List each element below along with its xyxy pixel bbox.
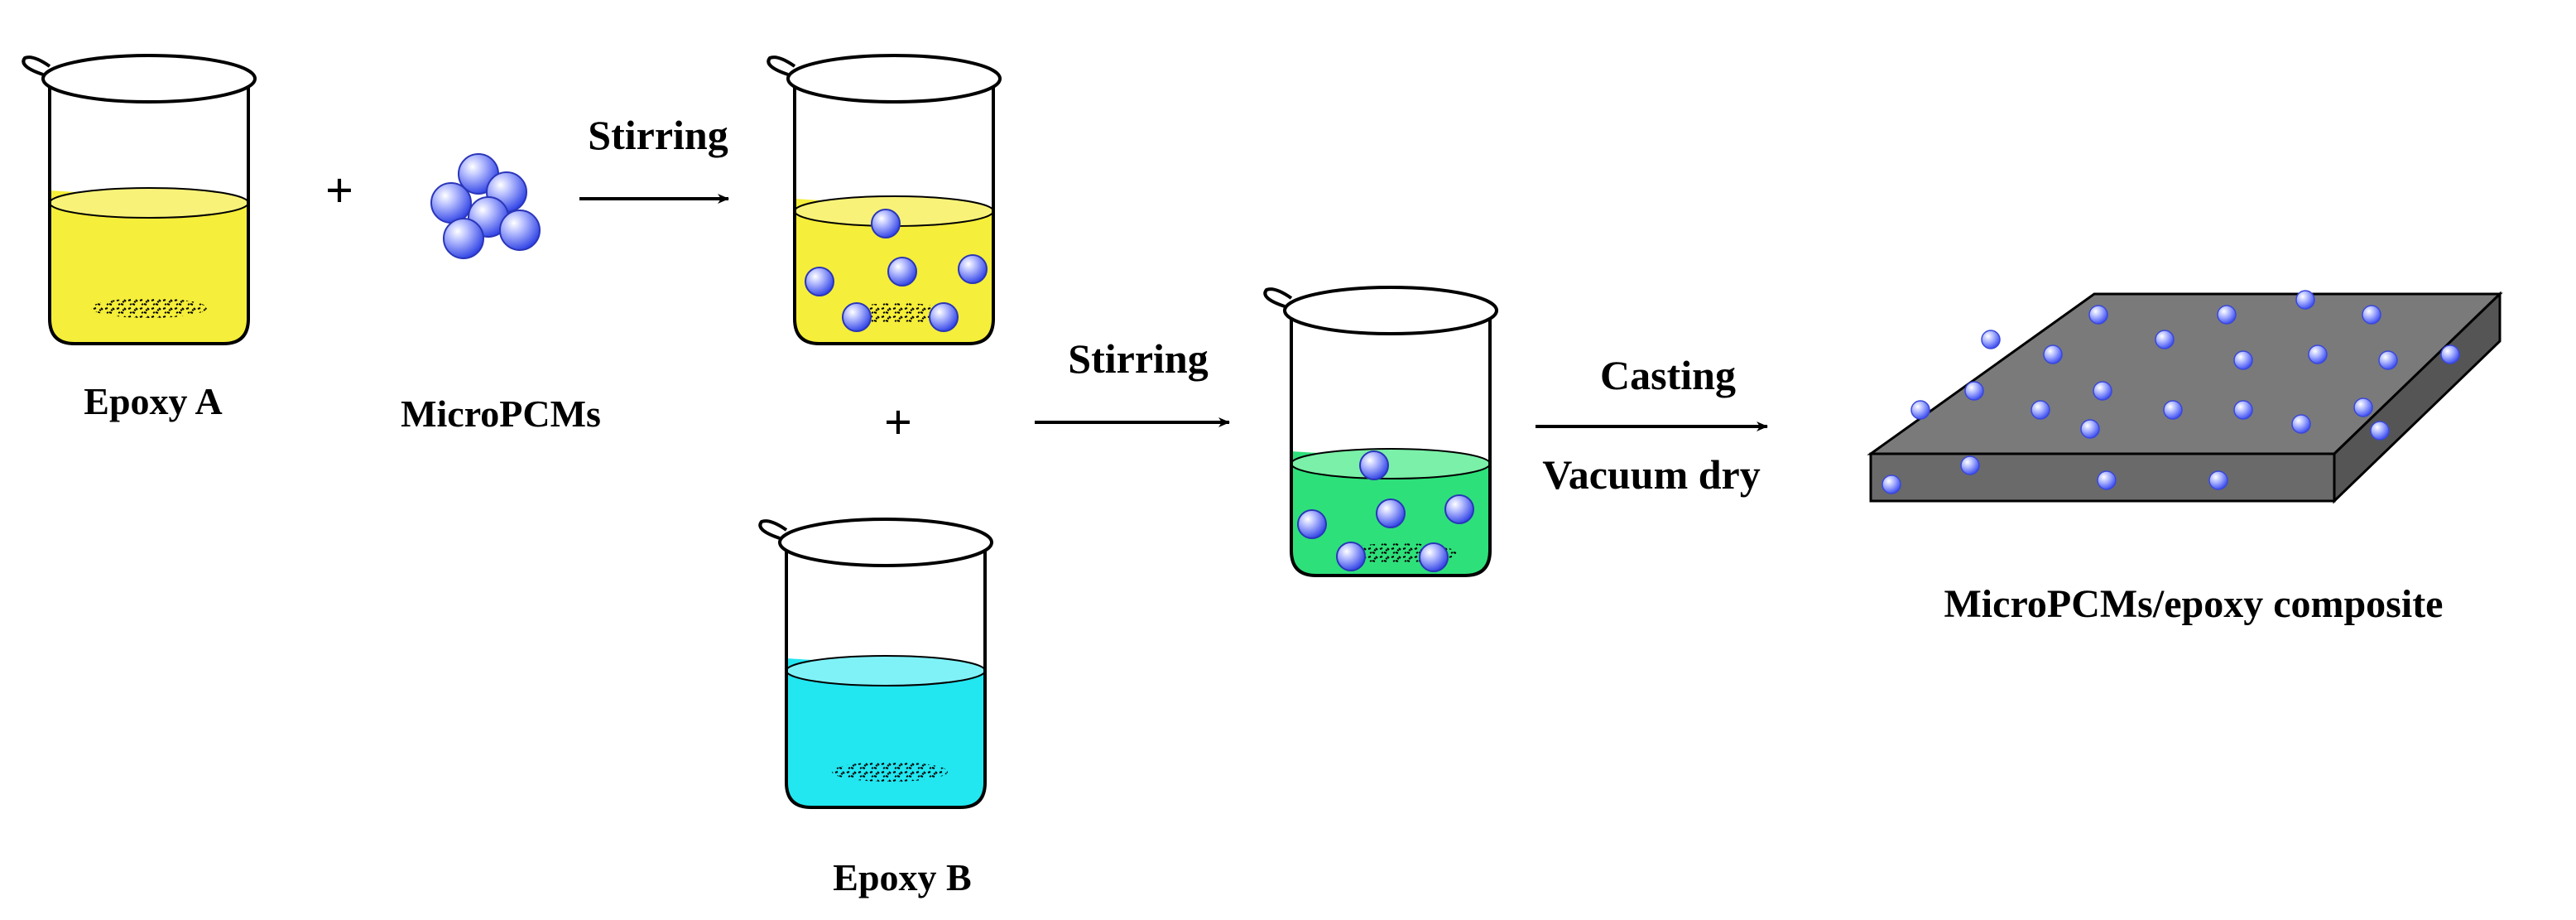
micropcms-cluster	[430, 153, 541, 259]
epoxy-a-label: Epoxy A	[84, 380, 222, 422]
casting-label: Casting	[1600, 352, 1736, 398]
plus-sign-1: +	[325, 163, 353, 218]
micropcms-label: MicroPCMs	[401, 393, 601, 435]
stirring-label-1: Stirring	[588, 112, 728, 158]
stirring-label-2: Stirring	[1068, 335, 1208, 382]
beaker-epoxy-a	[22, 54, 257, 345]
vacuum-dry-label: Vacuum dry	[1542, 451, 1760, 498]
beaker-mixture	[1263, 286, 1498, 577]
beaker-epoxy-b	[758, 518, 993, 809]
sediment	[91, 298, 207, 318]
epoxy-b-label: Epoxy B	[833, 856, 971, 898]
plus-sign-2: +	[884, 395, 912, 450]
composite-slab	[1867, 290, 2503, 504]
beaker-mixed-a	[767, 54, 1002, 345]
embedded-microcapsules	[1882, 290, 2460, 494]
composite-label: MicroPCMs/epoxy composite	[1944, 582, 2444, 626]
